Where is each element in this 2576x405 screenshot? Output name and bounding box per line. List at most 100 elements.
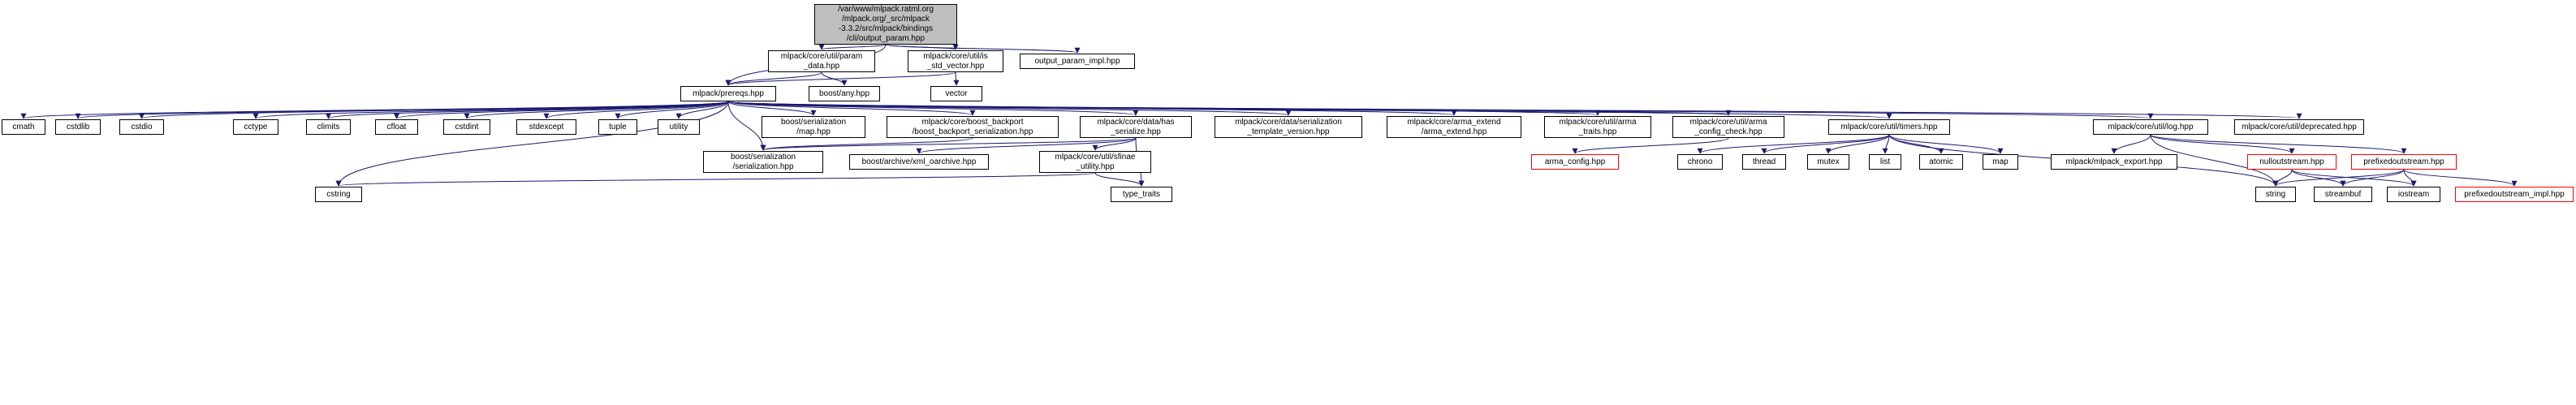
streambuf-node[interactable]: streambuf xyxy=(2314,187,2372,202)
node-label-line: /cli/output_param.hpp xyxy=(846,34,926,43)
edge-boost-backport-to-boost-serialization xyxy=(760,137,973,151)
edge-has-serialize-to-boost-serialization xyxy=(760,137,1137,151)
node-label-line: _template_version.hpp xyxy=(1247,127,1330,136)
node-label-line: boost/serialization xyxy=(780,117,847,127)
boost-any-node[interactable]: boost/any.hpp xyxy=(809,86,880,101)
vector-node[interactable]: vector xyxy=(930,86,982,101)
node-label-line: mlpack/mlpack_export.hpp xyxy=(2065,157,2163,166)
edge-is-std-vector-to-prereqs xyxy=(725,71,956,86)
edge-root-to-param-data xyxy=(818,44,887,50)
cstdint-node[interactable]: cstdint xyxy=(443,119,490,135)
cctype-node[interactable]: cctype xyxy=(233,119,278,135)
edge-has-serialize-to-sfinae-utility xyxy=(1092,137,1137,151)
is-std-vector-node[interactable]: mlpack/core/util/is_std_vector.hpp xyxy=(908,50,1003,72)
log-node[interactable]: mlpack/core/util/log.hpp xyxy=(2093,119,2208,135)
xml-oarchive-node[interactable]: boost/archive/xml_oarchive.hpp xyxy=(849,154,989,170)
prefixedoutstream-impl-node[interactable]: prefixedoutstream_impl.hpp xyxy=(2455,187,2574,202)
node-label-line: mlpack/core/arma_extend xyxy=(1407,117,1501,127)
edge-prereqs-to-tuple xyxy=(615,101,729,119)
node-label-line: cfloat xyxy=(386,122,407,131)
mutex-node[interactable]: mutex xyxy=(1807,154,1849,170)
serialization-template-version-node[interactable]: mlpack/core/data/serialization_template_… xyxy=(1215,116,1362,138)
type-traits-node[interactable]: type_traits xyxy=(1111,187,1172,202)
node-label-line: prefixedoutstream_impl.hpp xyxy=(2464,189,2565,199)
edge-prereqs-to-boost-serialization-map xyxy=(727,101,817,116)
arma-extend-node[interactable]: mlpack/core/arma_extend/arma_extend.hpp xyxy=(1387,116,1521,138)
node-label-line: utility xyxy=(669,122,688,131)
node-label-line: /map.hpp xyxy=(796,127,831,136)
prereqs-node[interactable]: mlpack/prereqs.hpp xyxy=(680,86,776,101)
edge-nulloutstream-to-iostream xyxy=(2291,169,2417,187)
tuple-node[interactable]: tuple xyxy=(598,119,637,135)
node-label-line: mlpack/core/util/arma xyxy=(1559,117,1637,127)
edge-param-data-to-prereqs xyxy=(725,71,822,86)
node-label-line: /serialization.hpp xyxy=(732,162,794,171)
edge-arma-config-check-to-arma-config xyxy=(1572,137,1729,154)
node-label-line: output_param_impl.hpp xyxy=(1034,56,1120,66)
nulloutstream-node[interactable]: nulloutstream.hpp xyxy=(2247,154,2337,170)
root-node: /var/www/mlpack.ratml.org/mlpack.org/_sr… xyxy=(814,4,957,45)
node-label-line: climits xyxy=(317,122,340,131)
climits-node[interactable]: climits xyxy=(306,119,351,135)
node-label-line: _config_check.hpp xyxy=(1694,127,1763,136)
mlpack-export-node[interactable]: mlpack/mlpack_export.hpp xyxy=(2051,154,2177,170)
map-node[interactable]: map xyxy=(1983,154,2018,170)
string-node[interactable]: string xyxy=(2255,187,2296,202)
node-label-line: mlpack/core/util/is xyxy=(923,51,988,61)
edge-root-to-output-param-impl xyxy=(885,44,1081,54)
arma-config-check-node[interactable]: mlpack/core/util/arma_config_check.hpp xyxy=(1672,116,1784,138)
node-label-line: /arma_extend.hpp xyxy=(1421,127,1487,136)
node-label-line: _utility.hpp xyxy=(1076,162,1115,171)
param-data-node[interactable]: mlpack/core/util/param_data.hpp xyxy=(768,50,875,72)
edge-has-serialize-to-xml-oarchive xyxy=(916,137,1137,154)
node-label-line: mlpack/prereqs.hpp xyxy=(693,88,764,98)
boost-backport-node[interactable]: mlpack/core/boost_backport/boost_backpor… xyxy=(887,116,1059,138)
chrono-node[interactable]: chrono xyxy=(1677,154,1723,170)
node-label-line: prefixedoutstream.hpp xyxy=(2363,157,2444,166)
arma-config-node[interactable]: arma_config.hpp xyxy=(1531,154,1619,170)
boost-serialization-map-node[interactable]: boost/serialization/map.hpp xyxy=(762,116,865,138)
cfloat-node[interactable]: cfloat xyxy=(375,119,418,135)
node-label-line: mlpack/core/util/param xyxy=(780,51,863,61)
node-label-line: mlpack/core/data/has xyxy=(1097,117,1175,127)
node-label-line: cmath xyxy=(12,122,35,131)
deprecated-node[interactable]: mlpack/core/util/deprecated.hpp xyxy=(2234,119,2364,135)
node-label-line: cstdint xyxy=(455,122,479,131)
cmath-node[interactable]: cmath xyxy=(2,119,45,135)
edge-sfinae-utility-to-type-traits xyxy=(1094,172,1145,187)
thread-node[interactable]: thread xyxy=(1742,154,1786,170)
edge-timers-to-map xyxy=(1888,134,2004,154)
node-label-line: arma_config.hpp xyxy=(1544,157,1606,166)
timers-node[interactable]: mlpack/core/util/timers.hpp xyxy=(1828,119,1950,135)
edge-log-to-nulloutstream xyxy=(2150,134,2295,154)
output-param-impl-node[interactable]: output_param_impl.hpp xyxy=(1020,54,1135,69)
stdexcept-node[interactable]: stdexcept xyxy=(516,119,576,135)
node-label-line: iostream xyxy=(2397,189,2430,199)
atomic-node[interactable]: atomic xyxy=(1919,154,1963,170)
iostream-node[interactable]: iostream xyxy=(2387,187,2440,202)
cstdio-node[interactable]: cstdio xyxy=(119,119,164,135)
utility-node[interactable]: utility xyxy=(658,119,700,135)
node-label-line: mlpack/core/boost_backport xyxy=(921,117,1024,127)
sfinae-utility-node[interactable]: mlpack/core/util/sfinae_utility.hpp xyxy=(1039,151,1151,173)
edge-timers-to-mutex xyxy=(1825,134,1890,154)
edge-log-to-string xyxy=(2150,134,2279,187)
edge-log-to-prefixedoutstream xyxy=(2150,134,2407,154)
node-label-line: _traits.hpp xyxy=(1578,127,1617,136)
node-label-line: list xyxy=(1879,157,1891,166)
list-node[interactable]: list xyxy=(1869,154,1901,170)
node-label-line: mlpack/core/util/deprecated.hpp xyxy=(2242,122,2357,131)
cstring-node[interactable]: cstring xyxy=(315,187,362,202)
cstdlib-node[interactable]: cstdlib xyxy=(55,119,101,135)
edge-prefixedoutstream-to-iostream xyxy=(2403,169,2417,187)
node-label-line: _std_vector.hpp xyxy=(926,61,985,71)
node-label-line: -3.3.2/src/mlpack/bindings xyxy=(838,24,934,33)
prefixedoutstream-node[interactable]: prefixedoutstream.hpp xyxy=(2351,154,2457,170)
has-serialize-node[interactable]: mlpack/core/data/has_serialize.hpp xyxy=(1080,116,1192,138)
arma-traits-node[interactable]: mlpack/core/util/arma_traits.hpp xyxy=(1544,116,1651,138)
edge-nulloutstream-to-string xyxy=(2272,169,2293,187)
node-label-line: tuple xyxy=(609,122,627,131)
boost-serialization-node[interactable]: boost/serialization/serialization.hpp xyxy=(703,151,823,173)
node-label-line: cctype xyxy=(244,122,268,131)
